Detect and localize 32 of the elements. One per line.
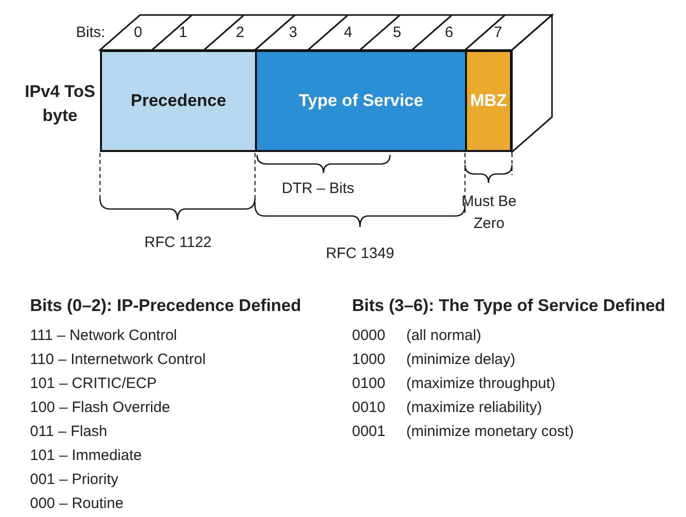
list-item: 1000 (minimize delay): [352, 351, 516, 369]
bracket-label: RFC 1122: [144, 234, 212, 252]
row-label: IPv4 ToS byte: [24, 81, 96, 127]
section-heading: Bits (3–6): The Type of Service Defined: [352, 297, 666, 315]
list-item: 0100 (maximize throughput): [352, 375, 556, 393]
bit-number: 0: [134, 24, 142, 42]
list-item: 111 – Network Control: [30, 327, 178, 345]
bit-number: 2: [236, 24, 244, 42]
bit-number: 1: [178, 24, 188, 42]
list-item: 101 – Immediate: [30, 447, 142, 465]
field-segment: Precedence: [100, 50, 257, 152]
section-heading: Bits (0–2): IP-Precedence Defined: [30, 297, 302, 315]
list-item: 110 – Internetwork Control: [30, 351, 206, 369]
bracket-label: DTR – Bits: [282, 180, 354, 198]
bit-number: 4: [344, 24, 352, 42]
list-item: 101 – CRITIC/ECP: [30, 375, 157, 393]
list-item: 0000 (all normal): [352, 327, 482, 345]
list-item: 000 – Routine: [30, 495, 124, 513]
bit-number: 5: [392, 24, 402, 42]
bracket-label: RFC 1349: [326, 245, 394, 263]
list-item: 0010 (maximize reliability): [352, 399, 542, 417]
field-segment: Type of Service: [255, 50, 467, 152]
bracket-label: Must Be Zero: [460, 192, 518, 234]
list-item: 0001 (minimize monetary cost): [352, 423, 574, 441]
list-item: 011 – Flash: [30, 423, 108, 441]
axis-title: Bits:: [76, 24, 106, 42]
bit-number: 3: [288, 24, 298, 42]
field-segment: MBZ: [465, 50, 512, 152]
list-item: 001 – Priority: [30, 471, 118, 489]
list-item: 100 – Flash Override: [30, 399, 170, 417]
bit-number: 6: [444, 24, 454, 42]
bit-number: 7: [494, 24, 502, 42]
